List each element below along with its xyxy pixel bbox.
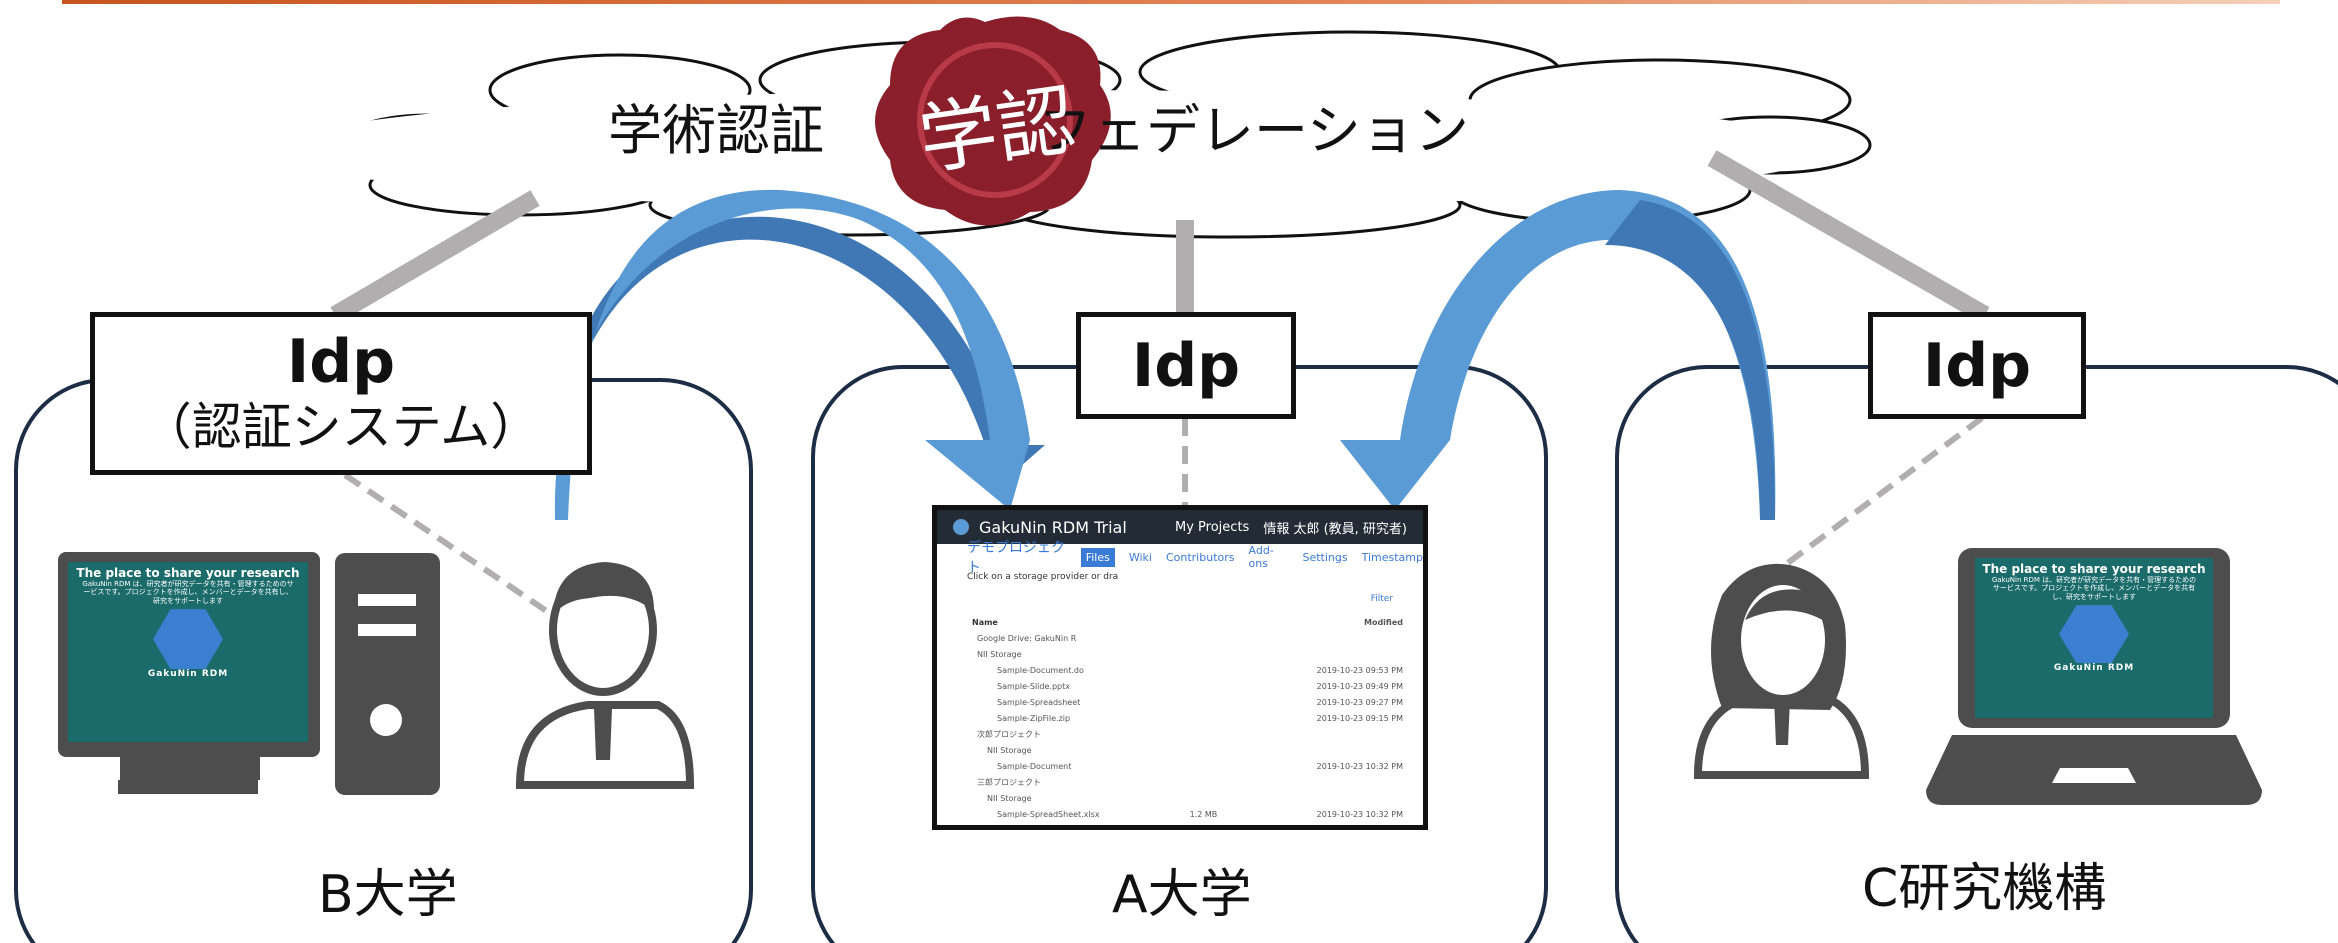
rdm-screen: GakuNin RDM Trial My Projects 情報 太郎 (教員,…: [932, 505, 1428, 830]
laptop-screen-c: The place to share your research GakuNin…: [1975, 558, 2213, 718]
dashed-link-right: [1783, 415, 1984, 568]
idp-box-c: Idp: [1868, 312, 2086, 419]
gakunin-seal-icon: [875, 16, 1111, 226]
auth-arrow-b-to-a: [554, 189, 1045, 520]
rdm-col-name: Name: [972, 617, 998, 627]
rdm-tab-addons: Add-ons: [1248, 544, 1274, 570]
monitor-desc-b: GakuNin RDM は、研究者が研究データを共有・管理するためのサービスです…: [82, 580, 294, 605]
rdm-tab-files: Files: [1080, 547, 1115, 567]
rdm-logo-icon: [953, 519, 969, 535]
laptop-desc-c: GakuNin RDM は、研究者が研究データを共有・管理するためのサービスです…: [1991, 576, 2197, 601]
institution-label-b: B大学: [318, 865, 458, 925]
rdm-user: 情報 太郎 (教員, 研究者): [1263, 521, 1407, 537]
rdm-col-modified: Modified: [1363, 617, 1403, 627]
rdm-tab-contributors: Contributors: [1165, 550, 1235, 564]
laptop-logo-c: GakuNin RDM: [2053, 663, 2135, 674]
list-item: 次郎プロジェクト: [977, 729, 1041, 739]
cloud-label-left: 学術認証: [608, 99, 824, 162]
rdm-size: 1.2 MB: [1189, 809, 1218, 819]
rdm-header-row: Name Modified: [937, 614, 1423, 630]
user-avatar-b: [515, 562, 695, 789]
rdm-my-projects: My Projects: [1175, 519, 1250, 535]
monitor-headline-b: The place to share your research: [76, 566, 300, 580]
rdm-title: GakuNin RDM Trial: [979, 517, 1127, 537]
idp-box-a: Idp: [1076, 312, 1296, 419]
rdm-project-name: デモプロジェクト: [967, 540, 1065, 576]
rdm-tab-settings: Settings: [1302, 550, 1348, 564]
auth-arrow-c-to-a: [1340, 190, 1776, 520]
list-item: Google Drive: GakuNin R: [977, 633, 1077, 643]
idp-box-b: Idp （認証システム）: [90, 312, 592, 475]
laptop-headline-c: The place to share your research: [1982, 562, 2206, 576]
rdm-hint: Click on a storage provider or dra: [967, 572, 1119, 582]
rdm-header: GakuNin RDM Trial My Projects 情報 太郎 (教員,…: [937, 510, 1423, 544]
rdm-file-list: Google Drive: GakuNin R NII Storage Samp…: [937, 630, 1423, 822]
dashed-link-left: [343, 472, 550, 615]
rdm-tab-wiki: Wiki: [1128, 550, 1152, 564]
institution-label-a: A大学: [1112, 865, 1252, 925]
idp-sub-label-b: （認証システム）: [141, 398, 541, 456]
rdm-tab-timestamp: Timestamp: [1361, 550, 1423, 564]
idp-label-a: Idp: [1131, 330, 1241, 401]
monitor-logo-b: GakuNin RDM: [147, 669, 229, 680]
list-item: NII Storage: [977, 649, 1022, 659]
cloud-label-right: フェデレーション: [1038, 99, 1469, 162]
connector-right: [1707, 150, 1990, 323]
rdm-hex-logo-icon: [153, 609, 223, 670]
institution-label-c: C研究機構: [1862, 859, 2107, 919]
list-item: NII Storage: [987, 793, 1032, 803]
seal-label: 学認: [913, 75, 1081, 187]
top-accent-bar: [62, 0, 2280, 4]
user-avatar-c: [1693, 563, 1870, 779]
list-item: 三郎プロジェクト: [977, 777, 1041, 787]
idp-label-c: Idp: [1922, 330, 2032, 401]
monitor-screen-b: The place to share your research GakuNin…: [68, 562, 308, 742]
rdm-hex-logo-icon: [2059, 605, 2129, 664]
rdm-tabs: デモプロジェクト Files Wiki Contributors Add-ons…: [937, 540, 1423, 576]
rdm-filter: Filter: [1370, 594, 1393, 604]
idp-label-b: Idp: [286, 327, 396, 397]
list-item: NII Storage: [987, 745, 1032, 755]
connector-left: [330, 190, 540, 323]
